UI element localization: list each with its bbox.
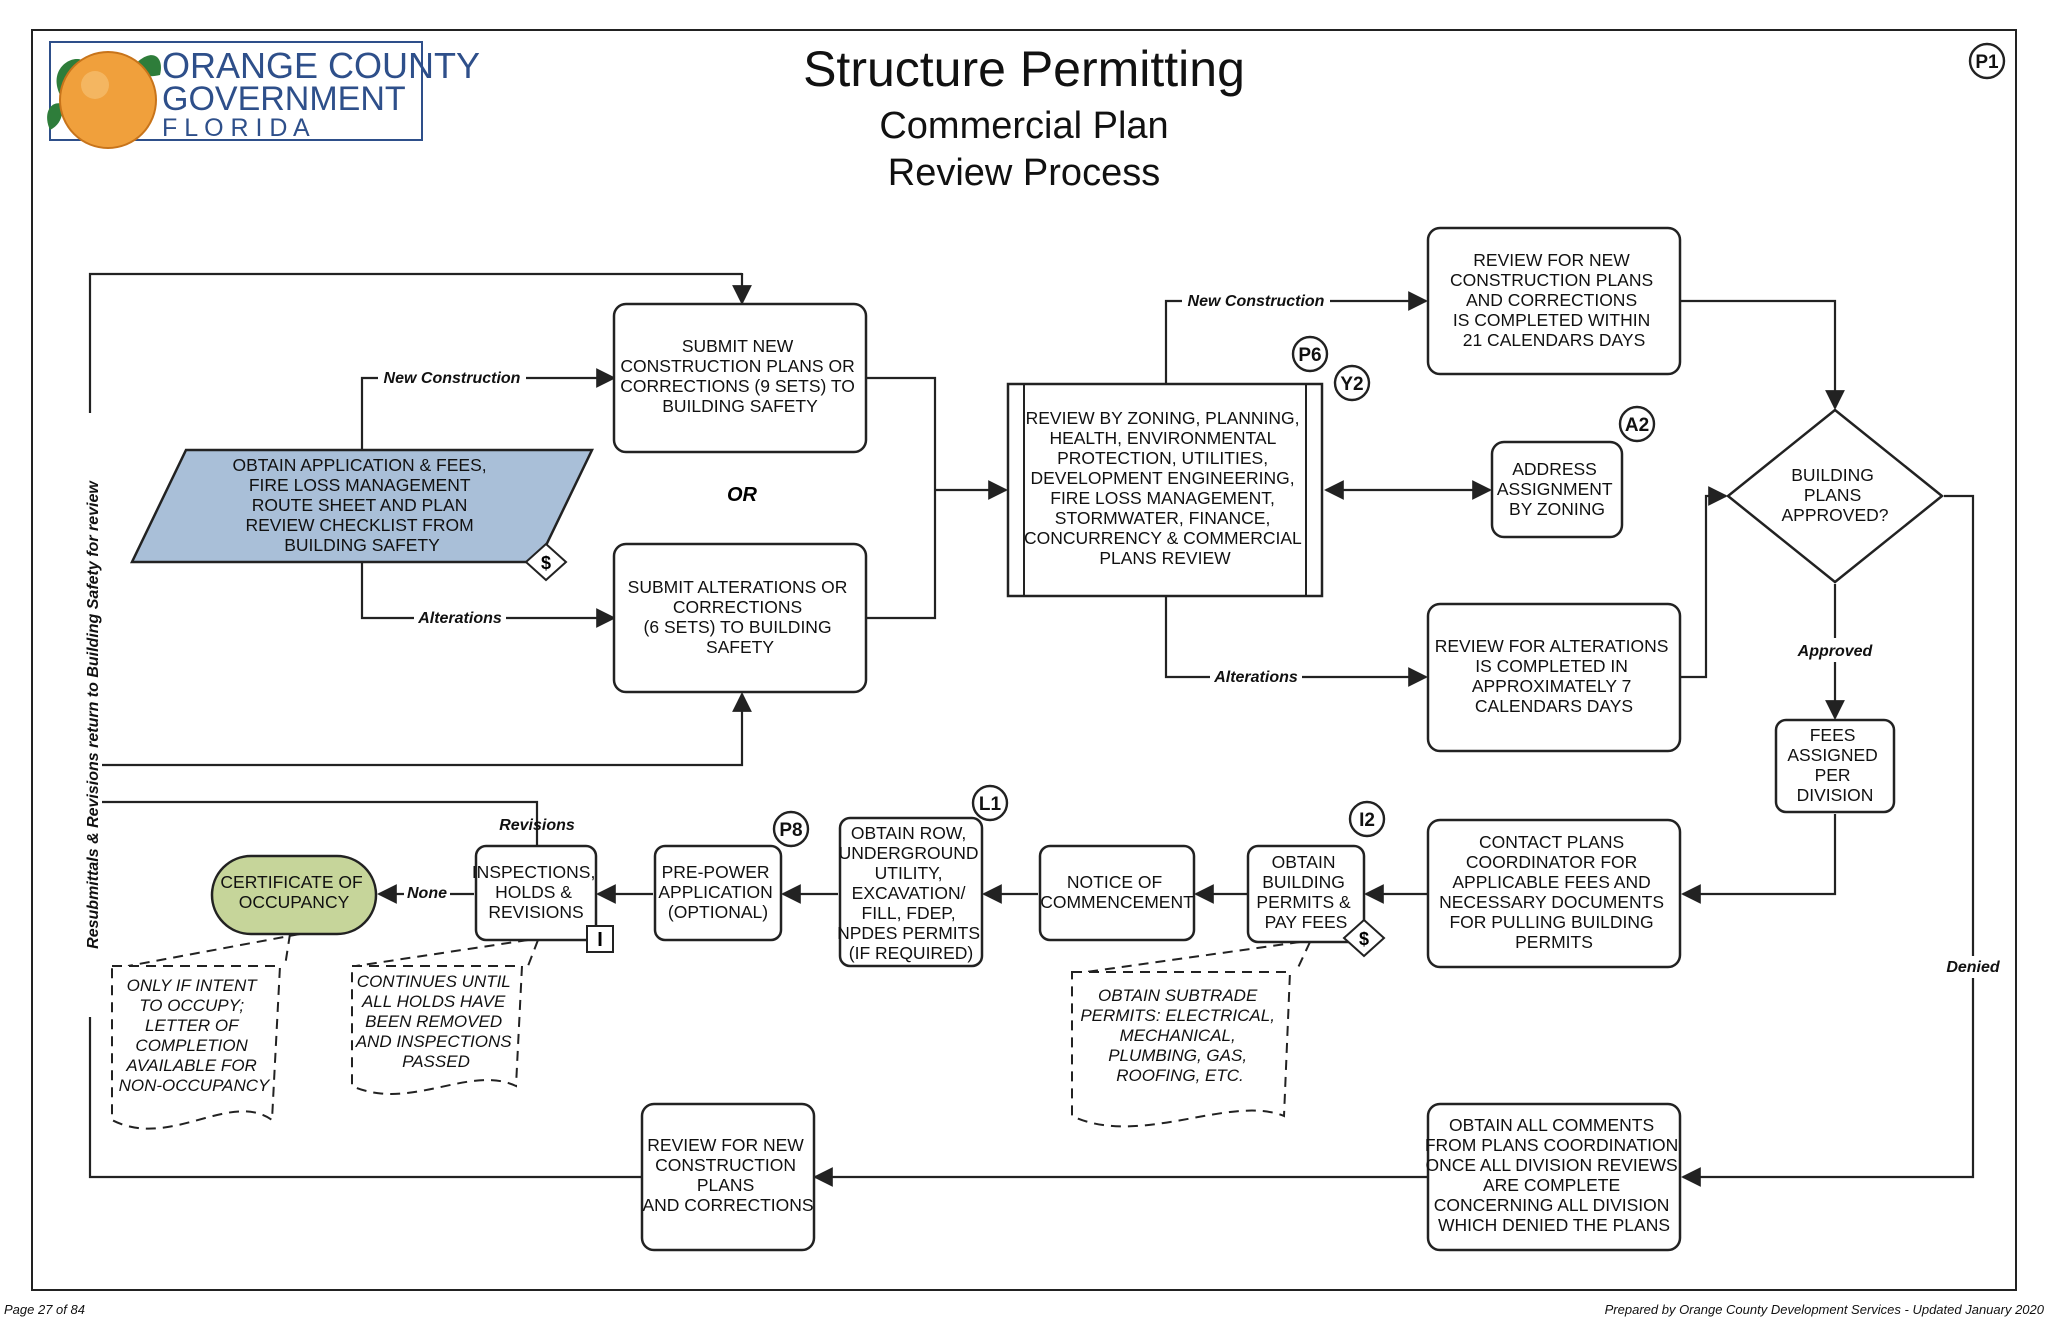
obtain-permits-node: OBTAIN BUILDING PERMITS & PAY FEES $	[1246, 844, 1386, 958]
svg-text:P1: P1	[1975, 52, 1999, 73]
svg-text:$: $	[541, 553, 551, 573]
pre-power-node: PRE-POWER APPLICATION (OPTIONAL)	[653, 844, 783, 942]
svg-text:ONLY IF INTENT TO OCCUPY: ONLY IF INTENT TO OCCUPY; LETTER OF COMP…	[119, 976, 271, 1095]
svg-text:ADDRESS ASSIGNMENT: ADDRESS ASSIGNMENT BY ZONING	[1497, 459, 1617, 519]
svg-text:INSPECTIONS, HOLDS &: INSPECTIONS, HOLDS & REVISIONS	[472, 862, 600, 922]
note-holds: CONTINUES UNTIL ALL HOLDS HAVE BEEN REMO…	[351, 939, 539, 1095]
svg-text:PRE-POWER APPLICATION: PRE-POWER APPLICATION (OPTIONAL)	[658, 862, 777, 922]
orange-county-logo: ORANGE COUNTY GOVERNMENT F L O R I D A	[47, 41, 480, 149]
svg-text:NOTICE OF COMMENCEMENT: NOTICE OF COMMENCEMENT	[1040, 872, 1194, 912]
logo-line3: F L O R I D A	[162, 114, 310, 142]
certificate-node: CERTIFICATE OF OCCUPANCY	[210, 854, 378, 936]
label-approved: Approved	[1797, 643, 1874, 660]
review-zoning-node: REVIEW BY ZONING, PLANNING, HEALTH, ENVI…	[1006, 382, 1324, 598]
review-new-bottom-node: REVIEW FOR NEW CONSTRUCTION PLANS AND CO…	[640, 1102, 816, 1252]
fee-diamond-icon	[524, 542, 568, 582]
svg-text:SUBMIT NEW CONSTRUCTION: SUBMIT NEW CONSTRUCTION PLANS OR CORRECT…	[620, 336, 860, 416]
svg-text:CERTIFICATE OF OCCUPANCY: CERTIFICATE OF OCCUPANCY	[220, 872, 367, 912]
notice-commencement-node: NOTICE OF COMMENCEMENT	[1038, 844, 1196, 942]
note-subtrade: OBTAIN SUBTRADE PERMITS: ELECTRICAL, MEC…	[1071, 941, 1311, 1128]
svg-text:L1: L1	[979, 794, 1002, 815]
review-new-21-node: REVIEW FOR NEW CONSTRUCTION PLANS AND CO…	[1426, 226, 1682, 376]
review-alterations-7-node: REVIEW FOR ALTERATIONS IS COMPLETED IN A…	[1426, 602, 1682, 753]
label-none: None	[407, 885, 447, 902]
svg-text:CONTINUES UNTIL ALL HOLD: CONTINUES UNTIL ALL HOLDS HAVE BEEN REMO…	[355, 972, 517, 1071]
submit-new-node: SUBMIT NEW CONSTRUCTION PLANS OR CORRECT…	[612, 302, 868, 454]
svg-text:A2: A2	[1625, 415, 1649, 436]
label-revisions: Revisions	[499, 817, 575, 834]
svg-text:SUBMIT ALTERATIONS OR CO: SUBMIT ALTERATIONS OR CORRECTIONS (6 SET…	[628, 577, 853, 657]
or-label: OR	[727, 484, 758, 506]
svg-text:OBTAIN ROW, UNDERGROUND: OBTAIN ROW, UNDERGROUND UTILITY, EXCAVAT…	[837, 823, 985, 963]
badge-y2: Y2	[1333, 364, 1371, 402]
svg-text:CONTACT PLANS COORDINATO: CONTACT PLANS COORDINATOR FOR APPLICABLE…	[1439, 832, 1669, 952]
svg-text:OBTAIN BUILDING PE: OBTAIN BUILDING PERMITS & PAY FEES	[1256, 852, 1355, 932]
fees-assigned-node: FEES ASSIGNED PER DIVISION	[1774, 718, 1896, 814]
obtain-application-text: OBTAIN APPLICATION & FEES, FIRE LOSS MAN…	[232, 455, 491, 555]
building-plans-approved-decision: BUILDING PLANS APPROVED?	[1726, 408, 1944, 584]
svg-text:$: $	[1359, 929, 1369, 949]
footer-page-number: Page 27 of 84	[4, 1302, 85, 1317]
page-frame	[31, 29, 2017, 1291]
label-resubmittals: Resubmittals & Revisions return to Build…	[85, 480, 102, 949]
svg-text:OBTAIN SUBTRADE PERMITS:: OBTAIN SUBTRADE PERMITS: ELECTRICAL, MEC…	[1080, 986, 1279, 1085]
contact-coordinator-node: CONTACT PLANS COORDINATOR FOR APPLICABLE…	[1426, 818, 1682, 969]
footer-prepared-by: Prepared by Orange County Development Se…	[1605, 1302, 2045, 1317]
svg-text:REVIEW FOR NEW CONSTRUCT: REVIEW FOR NEW CONSTRUCTION PLANS AND CO…	[642, 1135, 813, 1215]
note-occupy: ONLY IF INTENT TO OCCUPY; LETTER OF COMP…	[111, 933, 301, 1130]
badge-l1: L1	[971, 784, 1009, 822]
label-new-construction-right: New Construction	[1188, 293, 1325, 310]
svg-text:OBTAIN ALL COMMENTS FROM: OBTAIN ALL COMMENTS FROM PLANS COORDINAT…	[1425, 1115, 1683, 1235]
svg-text:I2: I2	[1359, 810, 1375, 831]
obtain-row-node: OBTAIN ROW, UNDERGROUND UTILITY, EXCAVAT…	[837, 816, 985, 968]
address-assignment-node: ADDRESS ASSIGNMENT BY ZONING	[1490, 440, 1624, 539]
badge-p6: P6	[1291, 335, 1329, 373]
inspection-marker-icon	[586, 925, 614, 953]
fee-diamond-icon	[1342, 918, 1386, 958]
badge-a2: A2	[1618, 405, 1656, 443]
logo-line2: GOVERNMENT	[162, 80, 406, 118]
obtain-application-node: OBTAIN APPLICATION & FEES, FIRE LOSS MAN…	[130, 448, 594, 582]
label-alterations-right: Alterations	[1213, 669, 1298, 686]
svg-text:P6: P6	[1298, 345, 1321, 366]
page-subtitle-1: Commercial Plan	[879, 105, 1168, 147]
page-subtitle-2: Review Process	[888, 152, 1160, 194]
label-new-construction-left: New Construction	[384, 370, 521, 387]
svg-text:REVIEW BY ZONING, PLANNING,: REVIEW BY ZONING, PLANNING, HEALTH, ENVI…	[1024, 408, 1306, 568]
svg-text:BUILDING PLANS APP: BUILDING PLANS APPROVED?	[1782, 465, 1889, 525]
badge-i2: I2	[1348, 800, 1386, 838]
svg-text:P8: P8	[779, 820, 802, 841]
label-alterations-left: Alterations	[417, 610, 502, 627]
badge-p8: P8	[772, 810, 810, 848]
page-code-badge: P1	[1968, 42, 2006, 80]
label-denied: Denied	[1946, 959, 2001, 976]
inspections-node: INSPECTIONS, HOLDS & REVISIONS I	[472, 844, 614, 953]
connectors	[88, 272, 1975, 1187]
submit-alterations-node: SUBMIT ALTERATIONS OR CORRECTIONS (6 SET…	[612, 542, 868, 694]
page-title: Structure Permitting	[803, 41, 1245, 97]
obtain-comments-node: OBTAIN ALL COMMENTS FROM PLANS COORDINAT…	[1425, 1102, 1683, 1252]
svg-text:REVIEW FOR NEW CONSTRUCT: REVIEW FOR NEW CONSTRUCTION PLANS AND CO…	[1450, 250, 1658, 350]
svg-text:FEES ASSIGNED PER: FEES ASSIGNED PER DIVISION	[1787, 725, 1882, 805]
logo-line1: ORANGE COUNTY	[162, 45, 480, 86]
svg-text:REVIEW FOR ALTERATIONS I: REVIEW FOR ALTERATIONS IS COMPLETED IN A…	[1435, 636, 1674, 716]
svg-text:I: I	[597, 929, 603, 951]
svg-text:Y2: Y2	[1340, 374, 1363, 395]
